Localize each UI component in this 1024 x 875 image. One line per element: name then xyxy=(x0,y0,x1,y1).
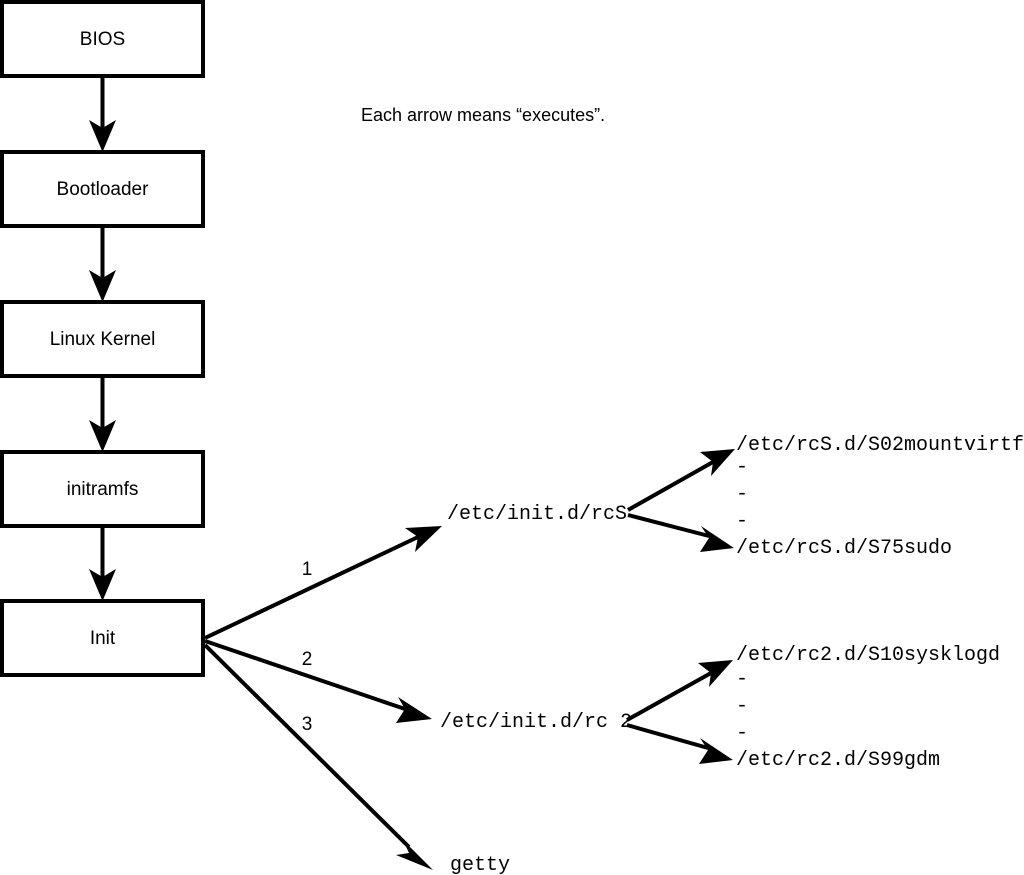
arrow-rcs-to-first-script xyxy=(627,449,735,512)
rc2-script-last: /etc/rc2.d/S99gdm xyxy=(736,749,940,772)
rc2-script-ellipsis-1: - xyxy=(736,668,748,691)
arrow-bootloader-to-kernel xyxy=(89,226,116,302)
arrow-init-to-getty xyxy=(203,643,433,870)
arrow-kernel-to-initramfs xyxy=(89,376,116,452)
arrow-rcs-to-last-script xyxy=(627,513,734,552)
rcs-script-last: /etc/rcS.d/S75sudo xyxy=(736,537,952,560)
rc2-script-first: /etc/rc2.d/S10sysklogd xyxy=(736,644,1000,667)
rcs-script-ellipsis-3: - xyxy=(736,510,748,533)
target-label-rc2: /etc/init.d/rc 2 xyxy=(440,711,632,734)
node-bios: BIOS xyxy=(0,0,205,78)
target-label-rcs: /etc/init.d/rcS xyxy=(447,503,627,526)
arrow-initramfs-to-init xyxy=(89,526,116,601)
arrow-rc2-to-first-script xyxy=(626,660,733,722)
arrow-rc2-to-last-script xyxy=(626,723,733,764)
node-kernel: Linux Kernel xyxy=(0,300,205,378)
diagram-caption: Each arrow means “executes”. xyxy=(361,105,605,125)
node-init: Init xyxy=(0,599,205,677)
node-bios-box xyxy=(0,0,205,78)
target-label-getty: getty xyxy=(450,854,510,875)
rc2-script-ellipsis-3: - xyxy=(736,722,748,745)
rcs-script-ellipsis-2: - xyxy=(736,483,748,506)
arrow-number-3: 3 xyxy=(302,714,313,735)
node-bootloader: Bootloader xyxy=(0,150,205,228)
arrow-bios-to-bootloader xyxy=(89,76,116,152)
node-bios-label: BIOS xyxy=(80,29,125,50)
arrow-number-2: 2 xyxy=(302,649,313,670)
rcs-script-ellipsis-1: - xyxy=(736,456,748,479)
arrow-number-1: 1 xyxy=(302,559,313,580)
node-bootloader-label: Bootloader xyxy=(57,179,150,200)
node-kernel-label: Linux Kernel xyxy=(50,329,156,350)
node-initramfs-box xyxy=(0,450,205,528)
rcs-script-first: /etc/rcS.d/S02mountvirtfs xyxy=(736,434,1024,457)
node-initramfs-label: initramfs xyxy=(67,479,139,500)
arrow-init-to-rcs xyxy=(204,526,442,640)
rc2-script-ellipsis-2: - xyxy=(736,695,748,718)
node-initramfs: initramfs xyxy=(0,450,205,528)
node-init-label: Init xyxy=(90,628,116,649)
arrow-init-to-rc2 xyxy=(204,639,432,723)
